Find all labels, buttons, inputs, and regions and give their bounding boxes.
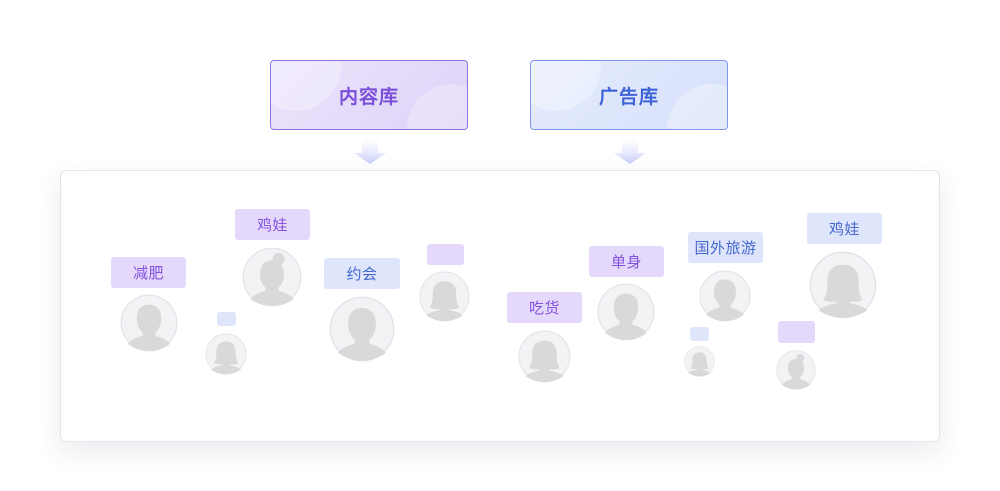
tag-jiwa: 鸡娃 — [807, 213, 882, 244]
tag-placeholder — [427, 244, 464, 265]
male-avatar-icon — [597, 283, 655, 341]
female-avatar-icon — [776, 350, 816, 390]
content-library-decoration — [407, 84, 467, 129]
female-avatar-icon — [205, 333, 247, 375]
male-avatar-icon — [699, 270, 751, 322]
tag-yuehui: 约会 — [324, 258, 400, 289]
arrow-down-icon — [354, 139, 386, 164]
female-avatar-icon — [518, 330, 571, 383]
tag-placeholder-small — [217, 312, 236, 326]
content-library-box: 内容库 — [270, 60, 468, 130]
tag-placeholder — [778, 321, 815, 343]
content-library-label: 内容库 — [338, 85, 399, 108]
ad-library-label: 广告库 — [598, 85, 659, 108]
male-avatar-icon — [329, 296, 395, 362]
ad-library-decoration — [531, 61, 601, 111]
female-avatar-icon — [684, 346, 715, 377]
tag-guowai-lvyou: 国外旅游 — [688, 232, 763, 263]
tag-chihuo: 吃货 — [507, 292, 582, 323]
tag-placeholder-small — [690, 327, 709, 341]
female-avatar-icon — [419, 271, 470, 322]
female-avatar-icon — [809, 251, 877, 319]
male-avatar-icon — [120, 294, 178, 352]
content-library-decoration — [271, 61, 341, 111]
tag-danshen: 单身 — [589, 246, 664, 277]
tag-jiwa: 鸡娃 — [235, 209, 310, 240]
arrow-down-icon — [614, 139, 646, 164]
audience-pool-panel — [60, 170, 940, 442]
ad-library-box: 广告库 — [530, 60, 728, 130]
ad-library-decoration — [667, 84, 727, 129]
tag-jianfei: 减肥 — [111, 257, 186, 288]
female-avatar-icon — [242, 247, 302, 307]
